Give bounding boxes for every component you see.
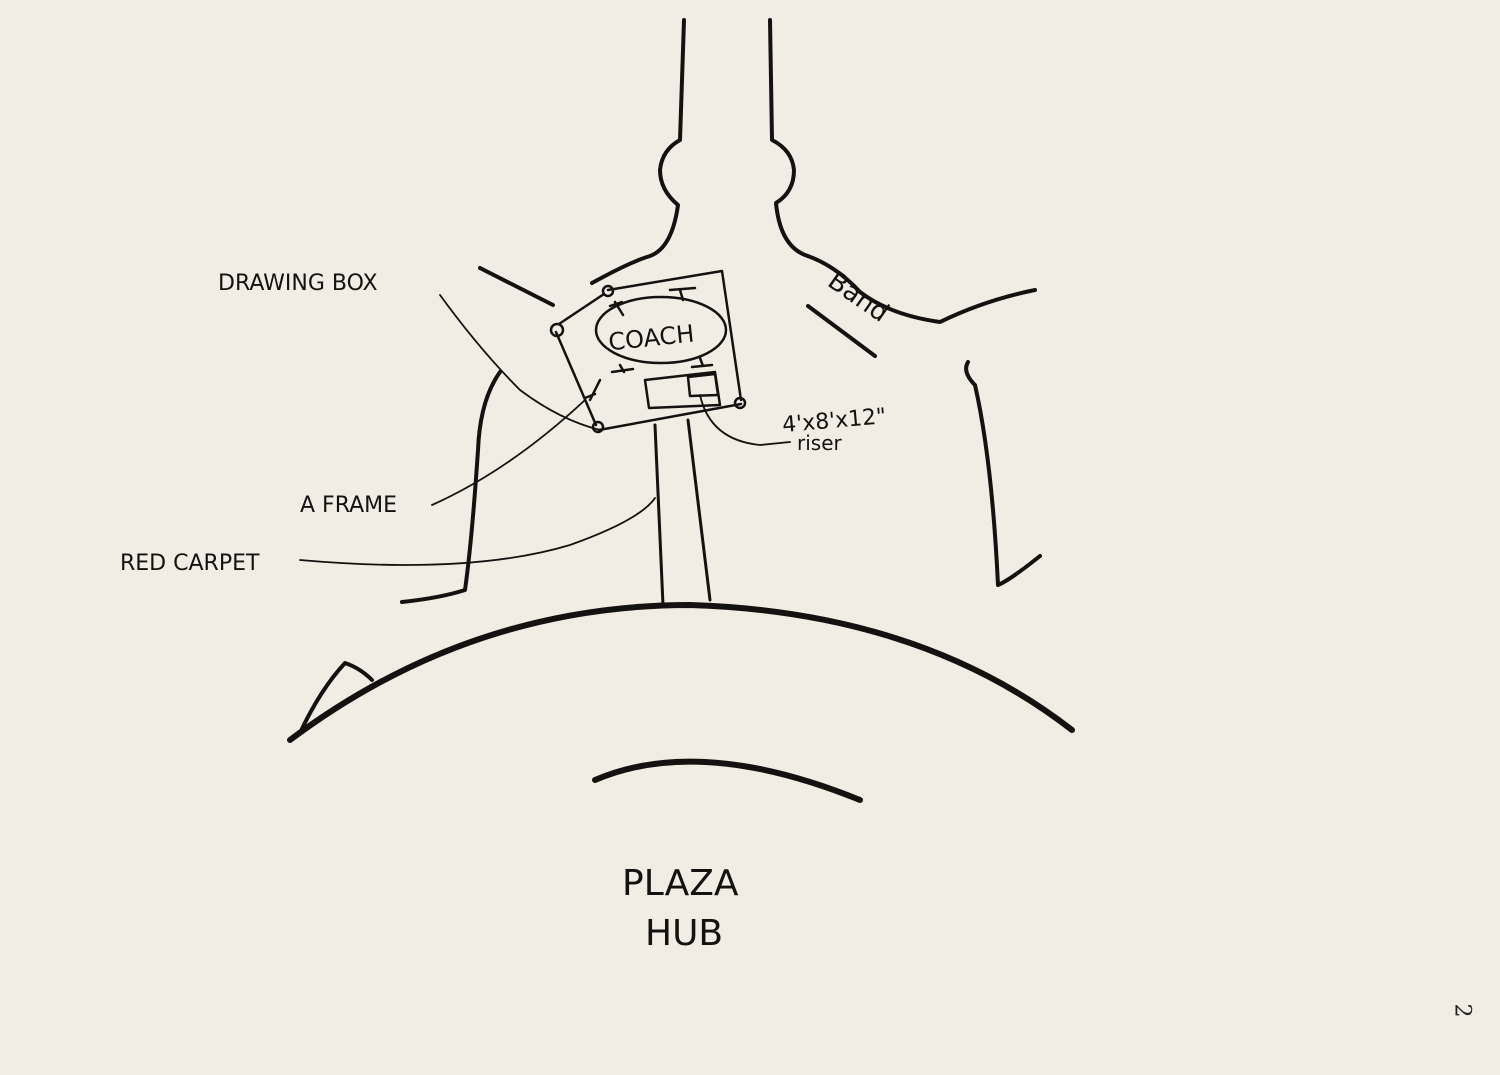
label-red-carpet: RED CARPET	[120, 551, 260, 576]
plaza-hub-outer-arc	[287, 602, 1075, 743]
label-band: Band	[822, 266, 894, 329]
riser-outline	[643, 370, 722, 410]
right-planter-outline	[964, 360, 1042, 587]
drawing-box-outline	[554, 269, 743, 432]
label-riser: riser	[797, 431, 843, 455]
leader-lines	[299, 294, 791, 566]
left-planter-outline	[400, 370, 502, 604]
castle-outline-right	[768, 18, 1037, 324]
label-coach: COACH	[607, 320, 695, 357]
castle-outline-left	[478, 18, 686, 307]
label-a-frame: A FRAME	[300, 493, 397, 518]
coach-outline	[594, 295, 728, 365]
a-frame-marks	[583, 286, 714, 402]
drawing-box-corner-posts	[549, 284, 747, 434]
plaza-left-curb	[298, 661, 374, 735]
label-hub: HUB	[645, 913, 723, 954]
label-drawing-box: DRAWING BOX	[218, 271, 378, 296]
red-carpet-path	[653, 418, 712, 607]
page-number: 2	[1449, 1003, 1475, 1018]
label-plaza: PLAZA	[622, 863, 739, 904]
plaza-hub-inner-arc	[592, 758, 863, 803]
band-underline	[806, 304, 877, 358]
